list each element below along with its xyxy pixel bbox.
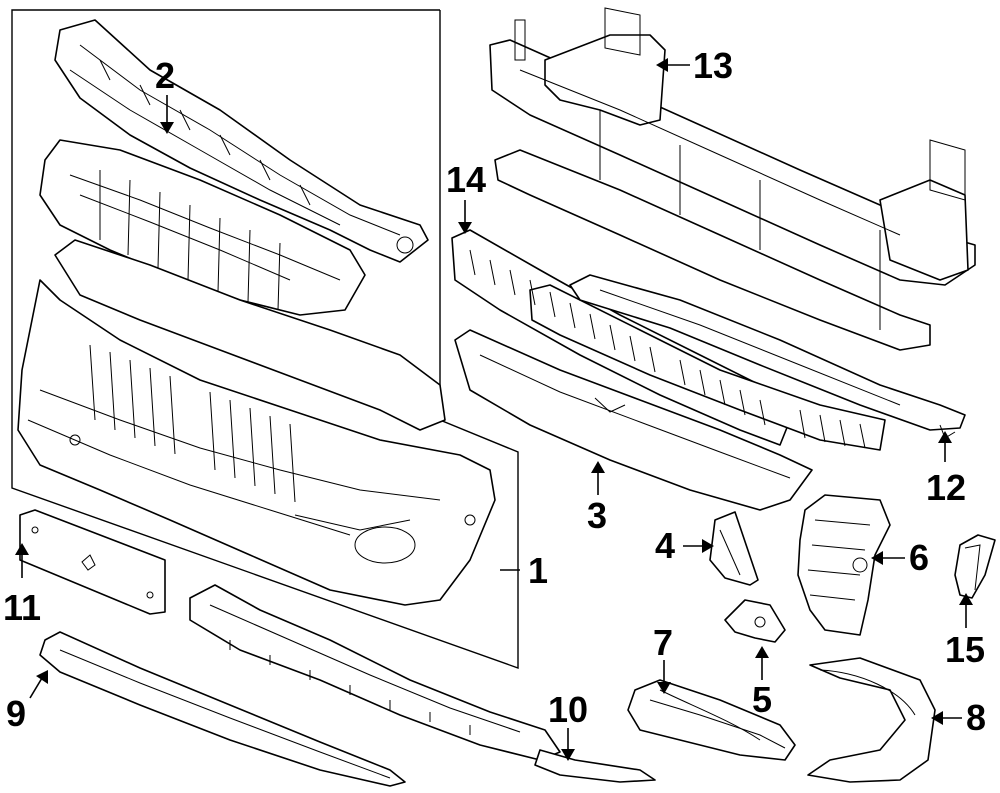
callout-7: 7 xyxy=(653,622,673,663)
callout-4: 4 xyxy=(655,525,675,566)
part-6-bracket xyxy=(797,494,891,636)
callout-2: 2 xyxy=(155,55,175,96)
callout-3: 3 xyxy=(587,495,607,536)
part-2-upper-support xyxy=(54,19,429,263)
callout-labels: 2 1 3 4 5 6 7 8 9 10 11 12 13 14 15 xyxy=(3,45,986,738)
part-12-lower-strip xyxy=(569,274,966,439)
part-1-bumper-cover xyxy=(17,239,496,606)
part-15-reflector xyxy=(954,534,996,599)
leader-lines xyxy=(15,58,973,761)
callout-5: 5 xyxy=(752,679,772,720)
part-11-license-bracket xyxy=(19,509,166,615)
callout-13: 13 xyxy=(693,45,733,86)
callout-1: 1 xyxy=(528,550,548,591)
part-4-trim xyxy=(709,511,759,586)
callout-14: 14 xyxy=(446,159,486,200)
callout-6: 6 xyxy=(909,537,929,578)
part-14-absorber xyxy=(451,229,886,451)
part-3-lower-grille xyxy=(454,329,813,511)
callout-12: 12 xyxy=(926,467,966,508)
callout-11: 11 xyxy=(3,587,41,628)
part-5-clip xyxy=(724,599,786,643)
callout-10: 10 xyxy=(548,689,588,730)
part-9-molding xyxy=(39,631,406,787)
part-13-reinforcement xyxy=(489,7,976,351)
part-2-grille-frame xyxy=(39,139,366,316)
part-7-bezel xyxy=(627,679,796,761)
callout-15: 15 xyxy=(945,629,985,670)
part-10-air-dam xyxy=(189,584,656,783)
part-8-bezel xyxy=(807,657,936,783)
callout-9: 9 xyxy=(6,693,26,734)
callout-8: 8 xyxy=(966,697,986,738)
